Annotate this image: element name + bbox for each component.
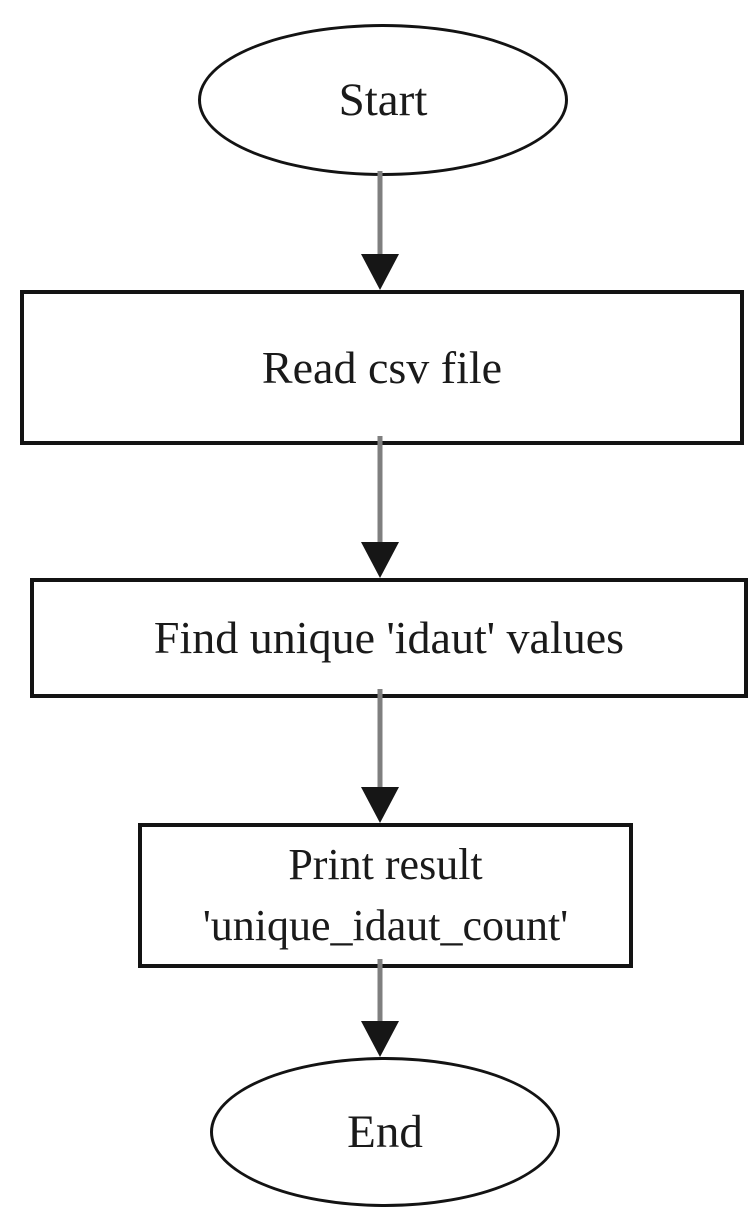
arrow-shaft — [377, 959, 383, 1024]
end-node-label: End — [347, 1105, 423, 1158]
arrow-shaft — [377, 436, 383, 545]
arrowhead-down-icon — [361, 787, 399, 823]
read-csv-node-label: Read csv file — [261, 341, 503, 393]
start-node-label: Start — [338, 73, 428, 126]
process-node-find-unique: Find unique 'idaut' values — [30, 578, 748, 698]
arrow-shaft — [377, 171, 383, 257]
arrow-start-to-read — [361, 171, 399, 290]
print-result-node-label: Print result 'unique_idaut_count' — [202, 839, 569, 950]
end-terminator-node: End — [210, 1057, 560, 1207]
arrowhead-down-icon — [361, 1021, 399, 1057]
arrow-shaft — [377, 689, 383, 790]
arrow-read-to-find — [361, 436, 399, 578]
find-unique-node-label: Find unique 'idaut' values — [153, 612, 625, 664]
arrowhead-down-icon — [361, 254, 399, 290]
process-node-read-csv: Read csv file — [20, 290, 744, 445]
arrowhead-down-icon — [361, 542, 399, 578]
start-terminator-node: Start — [198, 24, 568, 176]
process-node-print-result: Print result 'unique_idaut_count' — [138, 823, 633, 968]
arrow-print-to-end — [361, 959, 399, 1057]
arrow-find-to-print — [361, 689, 399, 823]
